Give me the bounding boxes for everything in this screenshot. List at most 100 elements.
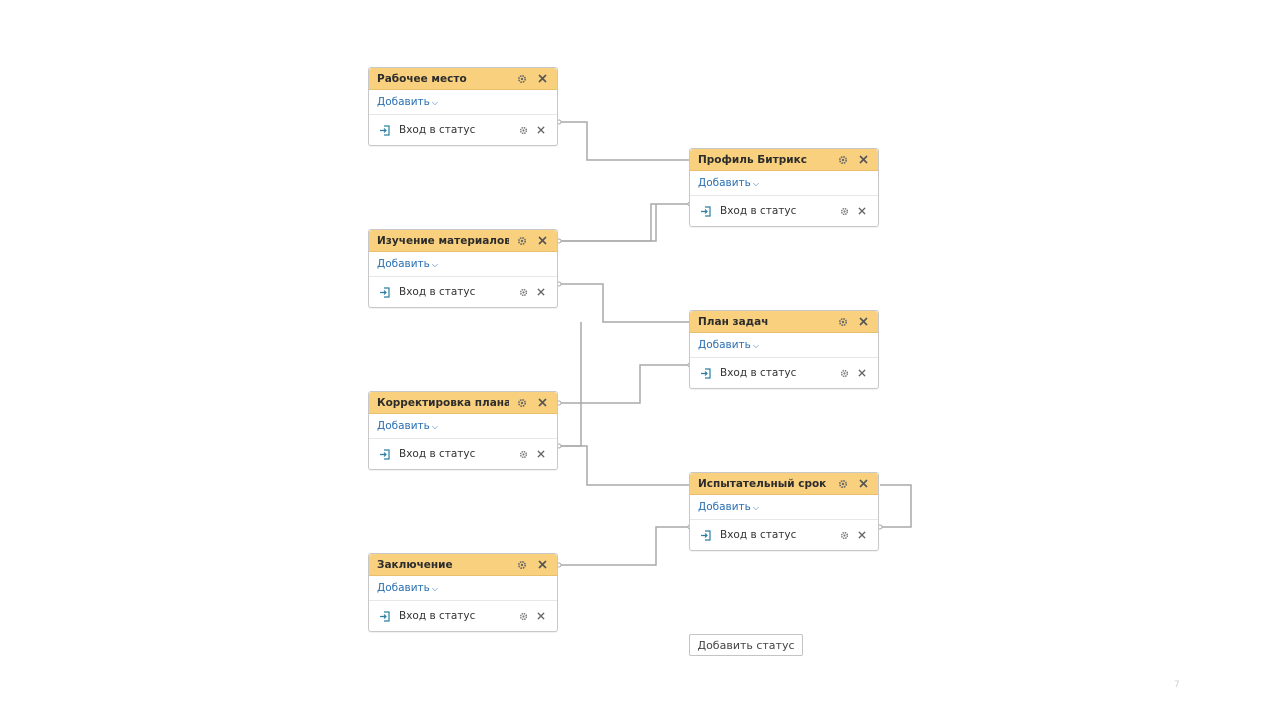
connector-line — [880, 484, 912, 528]
status-node-header[interactable]: Испытательный срок — [690, 473, 878, 495]
status-node-header[interactable]: Изучение материалов — [369, 230, 557, 252]
gear-icon[interactable] — [838, 367, 850, 379]
add-dropdown-link[interactable]: Добавить⌵ — [698, 339, 759, 351]
close-icon[interactable] — [535, 286, 547, 298]
trigger-row[interactable]: Вход в статус — [369, 277, 557, 307]
trigger-label: Вход в статус — [399, 448, 476, 460]
gear-icon[interactable] — [836, 477, 850, 491]
status-node-plan-correction[interactable]: Корректировка плана задач Добавить⌵ Вход… — [368, 391, 558, 470]
add-dropdown-link[interactable]: Добавить⌵ — [377, 96, 438, 108]
status-title[interactable]: Заключение — [377, 558, 453, 571]
chevron-down-icon: ⌵ — [752, 341, 759, 350]
add-label: Добавить — [698, 339, 751, 351]
gear-icon[interactable] — [838, 529, 850, 541]
add-dropdown-link[interactable]: Добавить⌵ — [377, 420, 438, 432]
status-node-materials-study[interactable]: Изучение материалов Добавить⌵ Вход в ста… — [368, 229, 558, 308]
enter-status-icon — [379, 448, 391, 460]
chevron-down-icon: ⌵ — [431, 584, 438, 593]
status-node-bitrix-profile[interactable]: Профиль Битрикс Добавить⌵ Вход в статус — [689, 148, 879, 227]
status-node-task-plan[interactable]: План задач Добавить⌵ Вход в статус — [689, 310, 879, 389]
add-row: Добавить⌵ — [369, 252, 557, 277]
trigger-row[interactable]: Вход в статус — [369, 115, 557, 145]
close-icon[interactable] — [535, 124, 547, 136]
gear-icon[interactable] — [836, 153, 850, 167]
connector-line — [559, 121, 690, 161]
add-dropdown-link[interactable]: Добавить⌵ — [698, 501, 759, 513]
enter-status-icon — [379, 286, 391, 298]
close-icon[interactable] — [535, 448, 547, 460]
close-icon[interactable] — [856, 529, 868, 541]
status-title[interactable]: Испытательный срок — [698, 477, 827, 490]
connector-line — [559, 283, 690, 323]
status-node-header[interactable]: Профиль Битрикс — [690, 149, 878, 171]
gear-icon[interactable] — [517, 610, 529, 622]
trigger-row[interactable]: Вход в статус — [690, 358, 878, 388]
status-node-conclusion[interactable]: Заключение Добавить⌵ Вход в статус — [368, 553, 558, 632]
add-label: Добавить — [377, 258, 430, 270]
close-icon[interactable] — [535, 396, 549, 410]
status-title[interactable]: Рабочее место — [377, 72, 467, 85]
add-label: Добавить — [698, 501, 751, 513]
add-row: Добавить⌵ — [690, 495, 878, 520]
gear-icon[interactable] — [515, 558, 529, 572]
chevron-down-icon: ⌵ — [431, 260, 438, 269]
trigger-row[interactable]: Вход в статус — [369, 439, 557, 469]
status-title[interactable]: Изучение материалов — [377, 234, 509, 247]
close-icon[interactable] — [535, 72, 549, 86]
gear-icon[interactable] — [836, 315, 850, 329]
add-row: Добавить⌵ — [369, 576, 557, 601]
close-icon[interactable] — [535, 558, 549, 572]
add-row: Добавить⌵ — [690, 171, 878, 196]
add-row: Добавить⌵ — [690, 333, 878, 358]
connector-line — [559, 203, 690, 242]
trigger-label: Вход в статус — [720, 367, 797, 379]
add-dropdown-link[interactable]: Добавить⌵ — [377, 258, 438, 270]
close-icon[interactable] — [856, 205, 868, 217]
trigger-row[interactable]: Вход в статус — [690, 196, 878, 226]
status-node-header[interactable]: Корректировка плана задач — [369, 392, 557, 414]
close-icon[interactable] — [856, 315, 870, 329]
status-title[interactable]: Профиль Битрикс — [698, 153, 807, 166]
status-title[interactable]: Корректировка плана задач — [377, 396, 509, 409]
gear-icon[interactable] — [515, 396, 529, 410]
close-icon[interactable] — [856, 153, 870, 167]
connector-line — [559, 445, 690, 486]
status-node-workplace[interactable]: Рабочее место Добавить⌵ Вход в статус — [368, 67, 558, 146]
add-row: Добавить⌵ — [369, 90, 557, 115]
status-node-header[interactable]: Рабочее место — [369, 68, 557, 90]
gear-icon[interactable] — [515, 72, 529, 86]
trigger-label: Вход в статус — [720, 529, 797, 541]
enter-status-icon — [379, 610, 391, 622]
add-label: Добавить — [377, 96, 430, 108]
status-node-probation[interactable]: Испытательный срок Добавить⌵ Вход в стат… — [689, 472, 879, 551]
gear-icon[interactable] — [515, 234, 529, 248]
enter-status-icon — [700, 529, 712, 541]
connector-line — [559, 526, 690, 566]
close-icon[interactable] — [856, 367, 868, 379]
close-icon[interactable] — [535, 234, 549, 248]
gear-icon[interactable] — [517, 124, 529, 136]
status-node-header[interactable]: План задач — [690, 311, 878, 333]
trigger-label: Вход в статус — [720, 205, 797, 217]
add-label: Добавить — [698, 177, 751, 189]
connector-line — [559, 364, 690, 404]
trigger-row[interactable]: Вход в статус — [690, 520, 878, 550]
add-row: Добавить⌵ — [369, 414, 557, 439]
gear-icon[interactable] — [838, 205, 850, 217]
status-title[interactable]: План задач — [698, 315, 769, 328]
add-label: Добавить — [377, 582, 430, 594]
status-node-header[interactable]: Заключение — [369, 554, 557, 576]
gear-icon[interactable] — [517, 286, 529, 298]
page-number: 7 — [1174, 680, 1180, 690]
gear-icon[interactable] — [517, 448, 529, 460]
chevron-down-icon: ⌵ — [431, 422, 438, 431]
close-icon[interactable] — [856, 477, 870, 491]
trigger-row[interactable]: Вход в статус — [369, 601, 557, 631]
add-status-button[interactable]: Добавить статус — [689, 634, 803, 656]
enter-status-icon — [379, 124, 391, 136]
close-icon[interactable] — [535, 610, 547, 622]
add-label: Добавить — [377, 420, 430, 432]
add-dropdown-link[interactable]: Добавить⌵ — [377, 582, 438, 594]
add-dropdown-link[interactable]: Добавить⌵ — [698, 177, 759, 189]
